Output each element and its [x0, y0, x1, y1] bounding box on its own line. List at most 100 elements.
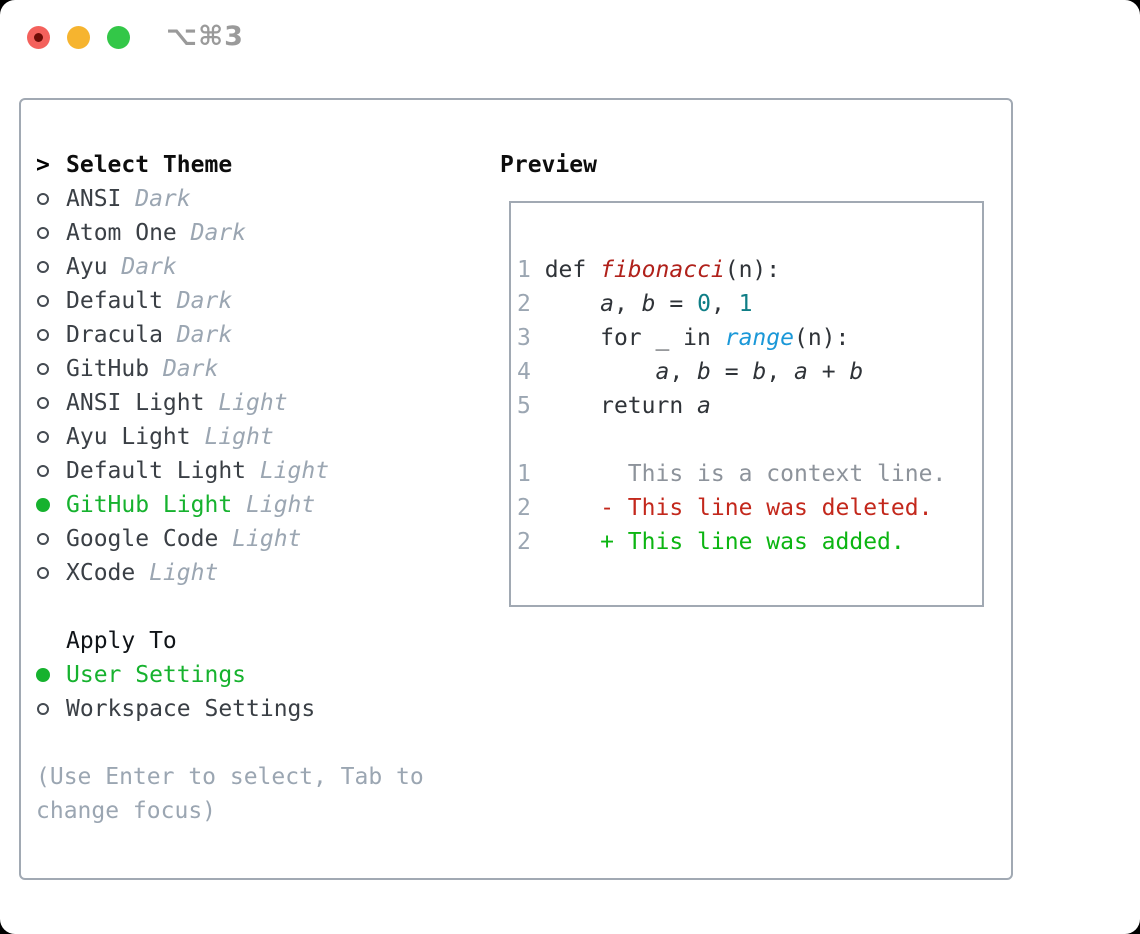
code-segment: 1	[738, 291, 753, 317]
theme-name: Atom One	[66, 220, 177, 246]
code-segment	[531, 359, 656, 385]
line-number: 3	[517, 325, 531, 351]
theme-option[interactable]: GitHub Dark	[36, 352, 424, 386]
theme-name: Dracula	[66, 322, 163, 348]
code-segment: (n):	[724, 257, 781, 283]
code-segment: a	[600, 291, 614, 317]
line-number: 2	[517, 529, 531, 555]
code-segment: (n):	[793, 325, 850, 351]
code-segment: ,	[613, 291, 642, 317]
code-segment: a	[655, 359, 670, 385]
code-segment: =	[655, 291, 698, 317]
code-segment: b	[641, 291, 656, 317]
radio-marker	[36, 193, 66, 205]
theme-variant: Light	[259, 458, 330, 484]
theme-name: Default Light	[66, 458, 247, 484]
line-number: 4	[517, 359, 531, 385]
preview-title: Preview	[500, 152, 597, 178]
radio-marker	[36, 533, 66, 545]
line-number: 1	[517, 461, 531, 487]
theme-variant: Light	[149, 560, 219, 586]
apply-to-label: Workspace Settings	[66, 696, 316, 722]
theme-variant: Dark	[162, 356, 219, 382]
apply-to-label: User Settings	[66, 662, 247, 688]
radio-icon	[37, 329, 49, 341]
code-line	[517, 423, 982, 457]
theme-variant: Light	[232, 526, 302, 552]
theme-name: GitHub	[66, 356, 150, 382]
radio-selected-icon	[36, 498, 50, 512]
line-number: 1	[517, 257, 531, 283]
radio-marker	[36, 498, 66, 512]
code-segment	[531, 495, 600, 521]
radio-icon	[37, 533, 49, 545]
theme-section-title: Select Theme	[66, 152, 233, 178]
radio-marker	[36, 295, 66, 307]
code-segment: b	[697, 359, 711, 385]
apply-to-option[interactable]: Workspace Settings	[36, 692, 424, 726]
code-segment: return	[530, 393, 698, 419]
titlebar: ⌥⌘3	[0, 0, 1140, 74]
theme-name: ANSI	[66, 186, 122, 212]
apply-to-header: Apply To	[36, 624, 424, 658]
theme-variant: Dark	[190, 220, 247, 246]
theme-name: GitHub Light	[66, 492, 233, 518]
code-line: 2 a, b = 0, 1	[517, 287, 982, 321]
code-line: 2 + This line was added.	[517, 525, 982, 559]
preview-pane: 1 def fibonacci(n):2 a, b = 0, 1 3 for _ …	[509, 201, 984, 607]
code-segment	[531, 529, 600, 555]
theme-option[interactable]: XCode Light	[36, 556, 424, 590]
close-button[interactable]	[27, 26, 50, 49]
radio-marker	[36, 431, 66, 443]
code-block: 1 def fibonacci(n):2 a, b = 0, 1 3 for _ …	[517, 253, 982, 559]
radio-marker	[36, 329, 66, 341]
theme-variant: Light	[218, 390, 288, 416]
radio-icon	[37, 227, 49, 239]
radio-icon	[37, 703, 49, 715]
theme-variant: Dark	[121, 254, 177, 280]
theme-option[interactable]: Default Dark	[36, 284, 424, 318]
prompt-icon: >	[36, 152, 50, 178]
radio-marker	[36, 465, 66, 477]
radio-icon	[37, 363, 49, 375]
code-segment: range	[724, 325, 794, 351]
radio-marker	[36, 261, 66, 273]
code-segment: def	[530, 257, 601, 283]
code-segment: - This line was deleted.	[600, 495, 933, 521]
radio-marker	[36, 227, 66, 239]
help-text-line-1: (Use Enter to select, Tab to	[36, 764, 424, 790]
theme-option[interactable]: Default Light Light	[36, 454, 424, 488]
maximize-button[interactable]	[107, 26, 130, 49]
theme-option[interactable]: Atom One Dark	[36, 216, 424, 250]
code-line: 4 a, b = b, a + b	[517, 355, 982, 389]
line-number: 2	[517, 495, 531, 521]
code-segment: +	[807, 359, 850, 385]
radio-marker	[36, 668, 66, 682]
radio-icon	[37, 465, 49, 477]
minimize-button[interactable]	[67, 26, 90, 49]
code-segment: ,	[766, 359, 795, 385]
code-line: 1 def fibonacci(n):	[517, 253, 982, 287]
code-segment: b	[752, 359, 767, 385]
apply-to-option[interactable]: User Settings	[36, 658, 424, 692]
spacer	[36, 726, 424, 760]
theme-variant: Dark	[176, 288, 233, 314]
apply-to-title: Apply To	[66, 628, 177, 654]
theme-name: Ayu Light	[66, 424, 191, 450]
code-segment: This is a context line.	[530, 461, 947, 487]
radio-marker	[36, 567, 66, 579]
theme-name: XCode	[66, 560, 136, 586]
theme-name: Default	[66, 288, 163, 314]
code-segment: for _ in	[530, 325, 725, 351]
